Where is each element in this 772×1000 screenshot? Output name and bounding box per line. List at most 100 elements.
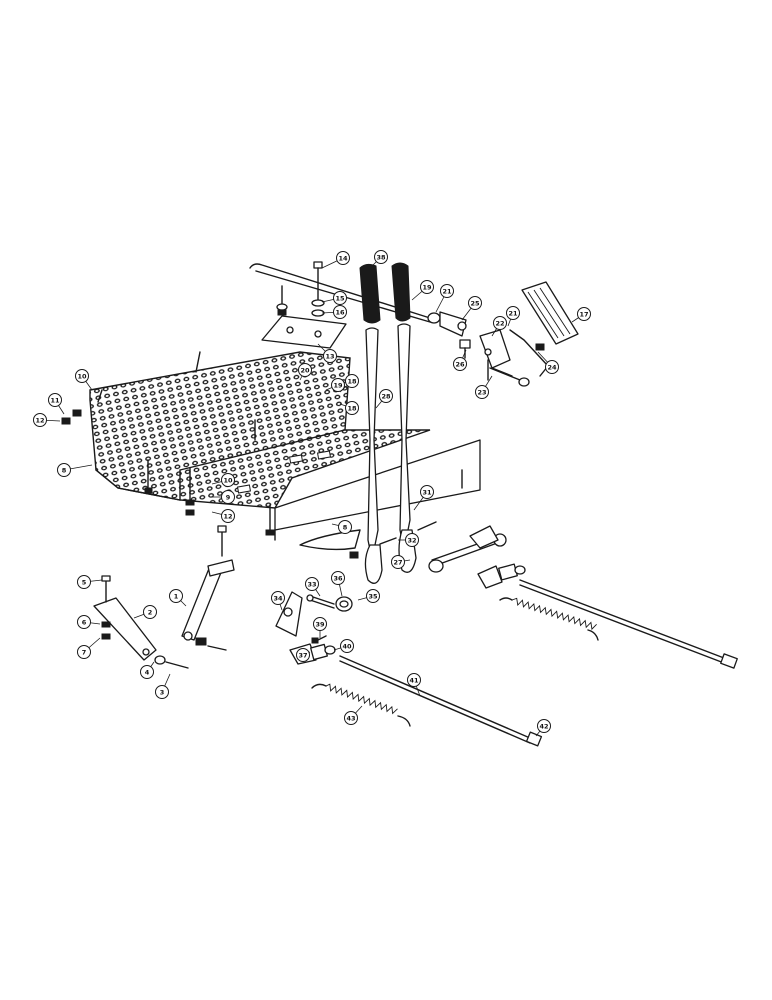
callout-circle [493, 316, 507, 330]
rod-right [519, 579, 738, 669]
callout-circle [577, 307, 591, 321]
bracket-plate-13 [261, 315, 347, 349]
bolt-14 [311, 261, 325, 317]
callout-18: 18 [339, 401, 359, 415]
callout-42: 42 [535, 719, 551, 737]
callout-circle [77, 645, 91, 659]
callout-circle [333, 305, 347, 319]
callout-circle [453, 357, 467, 371]
spring-43 [311, 683, 411, 727]
spring-right [499, 597, 599, 641]
callout-circle [374, 250, 388, 264]
callout-circle [331, 378, 345, 392]
callout-number: 6 [82, 619, 87, 627]
callout-number: 26 [455, 361, 465, 369]
callout-12: 12 [211, 509, 235, 523]
bracket-2 [93, 597, 157, 661]
callout-24: 24 [537, 351, 559, 374]
callout-9: 9 [212, 490, 235, 504]
callout-circle [475, 385, 489, 399]
callout-number: 11 [50, 397, 60, 405]
pin-26 [459, 339, 471, 359]
callout-number: 1 [174, 593, 179, 601]
callout-number: 10 [77, 373, 87, 381]
callout-number: 18 [347, 405, 357, 413]
callout-4: 4 [140, 661, 155, 679]
callout-circle [405, 533, 419, 547]
callout-number: 12 [223, 513, 232, 521]
callout-number: 38 [376, 254, 386, 262]
callout-33: 33 [305, 577, 321, 597]
callout-22: 22 [491, 316, 507, 337]
callout-circle [336, 251, 350, 265]
callout-circle [344, 711, 358, 725]
pedal-hardware [487, 343, 545, 387]
callout-16: 16 [321, 305, 347, 319]
floor-plate [89, 351, 431, 509]
callout-circle [407, 673, 421, 687]
callout-number: 23 [477, 389, 486, 397]
pin-33 [306, 594, 335, 609]
bracket-1 [181, 559, 235, 641]
bolt-32 [349, 537, 397, 559]
callout-circle [298, 363, 312, 377]
callout-number: 35 [368, 593, 378, 601]
callout-number: 8 [62, 467, 67, 475]
callout-number: 8 [343, 524, 348, 532]
callout-19: 19 [325, 378, 345, 392]
callout-circle [313, 617, 327, 631]
callout-circle [345, 401, 359, 415]
callout-3: 3 [155, 673, 171, 699]
callout-number: 15 [335, 295, 345, 303]
callout-circle [77, 615, 91, 629]
lever-34 [275, 591, 303, 637]
callout-number: 43 [346, 715, 355, 723]
callout-number: 36 [333, 575, 343, 583]
callout-circle [75, 369, 89, 383]
callout-number: 16 [335, 309, 345, 317]
callout-circle [340, 639, 354, 653]
callout-19: 19 [411, 280, 434, 301]
callout-7: 7 [77, 637, 101, 659]
callout-number: 2 [148, 609, 153, 617]
callout-number: 19 [333, 382, 343, 390]
callout-10: 10 [211, 473, 235, 487]
callout-18: 18 [339, 374, 359, 393]
callout-circle [169, 589, 183, 603]
callout-39: 39 [313, 617, 327, 638]
callout-6: 6 [77, 615, 101, 629]
callout-43: 43 [344, 705, 363, 725]
callout-number: 9 [226, 494, 231, 502]
hand-lever-right [391, 262, 417, 573]
callout-23: 23 [475, 375, 493, 399]
roller-36 [335, 596, 353, 612]
callout-number: 34 [273, 595, 283, 603]
callout-circle [155, 685, 169, 699]
callout-number: 20 [300, 367, 310, 375]
callout-26: 26 [453, 349, 467, 371]
callout-number: 27 [393, 559, 402, 567]
callout-20: 20 [298, 363, 312, 381]
callout-circle [333, 291, 347, 305]
clevis-right [477, 563, 526, 589]
callout-21: 21 [435, 284, 454, 313]
callout-number: 17 [579, 311, 588, 319]
callout-circle [338, 520, 352, 534]
callout-number: 18 [347, 378, 357, 386]
callout-25: 25 [461, 296, 482, 321]
callout-circle [440, 284, 454, 298]
callout-circle [140, 665, 154, 679]
callout-28: 28 [375, 389, 393, 409]
callout-number: 4 [145, 669, 150, 677]
callout-number: 37 [298, 652, 307, 660]
callout-17: 17 [571, 307, 591, 323]
callout-36: 36 [331, 571, 345, 597]
callout-14: 14 [321, 251, 350, 269]
callout-circle [323, 349, 337, 363]
callout-2: 2 [133, 605, 157, 619]
callout-number: 19 [422, 284, 432, 292]
callout-circle [48, 393, 62, 407]
callout-12: 12 [33, 413, 61, 427]
callout-number: 31 [422, 489, 432, 497]
